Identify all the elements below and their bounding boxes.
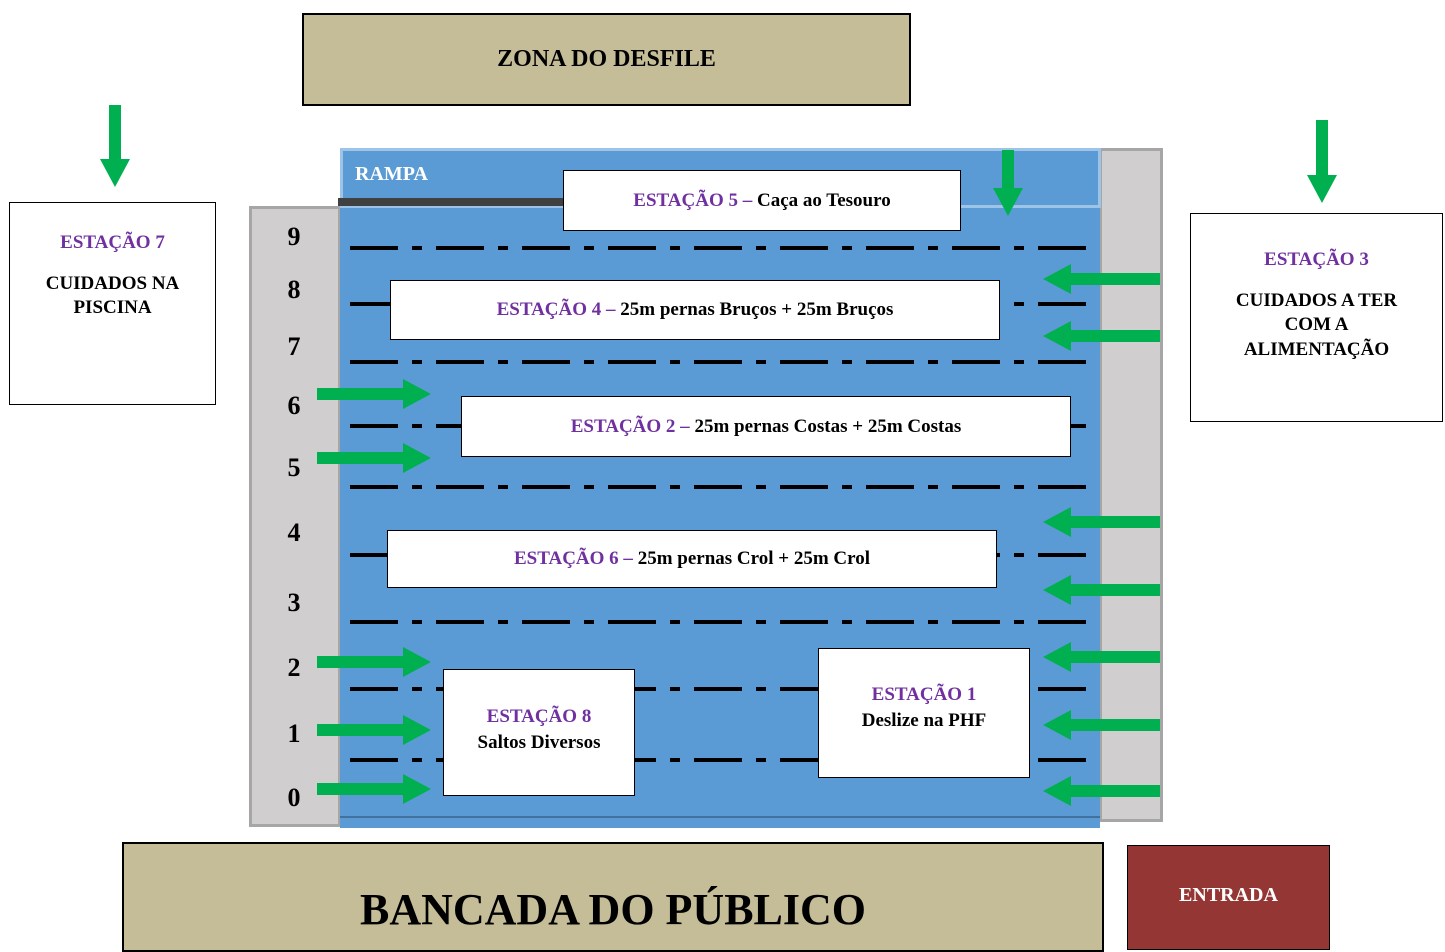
station-7-desc: CUIDADOS NA PISCINA	[45, 272, 180, 319]
lane-number-5: 5	[287, 453, 301, 482]
arrow-left-icon	[1043, 321, 1160, 351]
lane-number-1: 1	[287, 719, 301, 748]
station-3-title: ESTAÇÃO 3	[1264, 249, 1369, 270]
station-7-title: ESTAÇÃO 7	[60, 232, 165, 253]
lane-number-4: 4	[287, 518, 301, 547]
station-1-title: ESTAÇÃO 1	[871, 684, 977, 705]
lane-number-0: 0	[287, 783, 301, 812]
station-2-desc: 25m pernas Costas + 25m Costas	[694, 415, 962, 437]
station-8-title: ESTAÇÃO 8	[486, 706, 592, 727]
arrow-right-icon	[317, 647, 431, 677]
station-2-title: ESTAÇÃO 2 –	[570, 415, 690, 437]
left-deck	[249, 206, 341, 827]
station-4: ESTAÇÃO 4 – 25m pernas Bruços + 25m Bruç…	[390, 280, 1000, 340]
entrance: ENTRADA	[1127, 845, 1330, 950]
arrow-right-icon	[317, 443, 431, 473]
parade-zone-label: ZONA DO DESFILE	[497, 46, 716, 72]
ramp-label: RAMPA	[355, 163, 428, 185]
lane-number-3: 3	[287, 588, 301, 617]
station-6: ESTAÇÃO 6 – 25m pernas Crol + 25m Crol	[387, 530, 997, 588]
lane-number-8: 8	[287, 275, 301, 304]
station-5-title: ESTAÇÃO 5 –	[633, 189, 753, 211]
parade-zone: ZONA DO DESFILE	[302, 13, 911, 106]
arrow-down-icon	[100, 105, 130, 187]
lane-number-7: 7	[287, 332, 301, 361]
lane-number-6: 6	[287, 391, 301, 420]
arrow-left-icon	[1043, 264, 1160, 294]
station-1-desc: Deslize na PHF	[861, 709, 987, 731]
ramp-edge	[338, 198, 566, 206]
station-4-title: ESTAÇÃO 4 –	[496, 299, 616, 320]
station-3-desc: CUIDADOS A TER COM A ALIMENTAÇÃO	[1235, 289, 1398, 361]
arrow-left-icon	[1043, 507, 1160, 537]
lane-number-2: 2	[287, 653, 301, 682]
lane-number-9: 9	[287, 222, 301, 251]
station-5: ESTAÇÃO 5 – Caça ao Tesouro	[563, 170, 961, 231]
arrow-left-icon	[1043, 710, 1160, 740]
arrow-left-icon	[1043, 776, 1160, 806]
arrow-right-icon	[317, 715, 431, 745]
station-1: ESTAÇÃO 1 Deslize na PHF	[818, 648, 1030, 778]
arrow-down-icon	[1307, 120, 1337, 203]
entrance-label: ENTRADA	[1179, 884, 1278, 906]
station-6-desc: 25m pernas Crol + 25m Crol	[637, 548, 870, 569]
arrow-right-icon	[317, 774, 431, 804]
audience-stand: BANCADA DO PÚBLICO	[122, 842, 1104, 952]
station-8: ESTAÇÃO 8 Saltos Diversos	[443, 669, 635, 796]
station-5-desc: Caça ao Tesouro	[756, 189, 891, 211]
station-7: ESTAÇÃO 7 CUIDADOS NA PISCINA	[9, 202, 216, 405]
pool-bottom-edge	[340, 816, 1100, 818]
arrow-left-icon	[1043, 642, 1160, 672]
station-2: ESTAÇÃO 2 – 25m pernas Costas + 25m Cost…	[461, 396, 1071, 457]
audience-stand-label: BANCADA DO PÚBLICO	[359, 884, 867, 934]
station-4-desc: 25m pernas Bruços + 25m Bruços	[620, 299, 894, 320]
station-3: ESTAÇÃO 3 CUIDADOS A TER COM A ALIMENTAÇ…	[1190, 213, 1443, 422]
arrow-left-icon	[1043, 575, 1160, 605]
station-6-title: ESTAÇÃO 6 –	[513, 548, 633, 569]
right-deck	[1099, 148, 1163, 822]
station-8-desc: Saltos Diversos	[477, 731, 601, 753]
arrow-right-icon	[317, 379, 431, 409]
arrow-down-icon	[993, 150, 1023, 216]
